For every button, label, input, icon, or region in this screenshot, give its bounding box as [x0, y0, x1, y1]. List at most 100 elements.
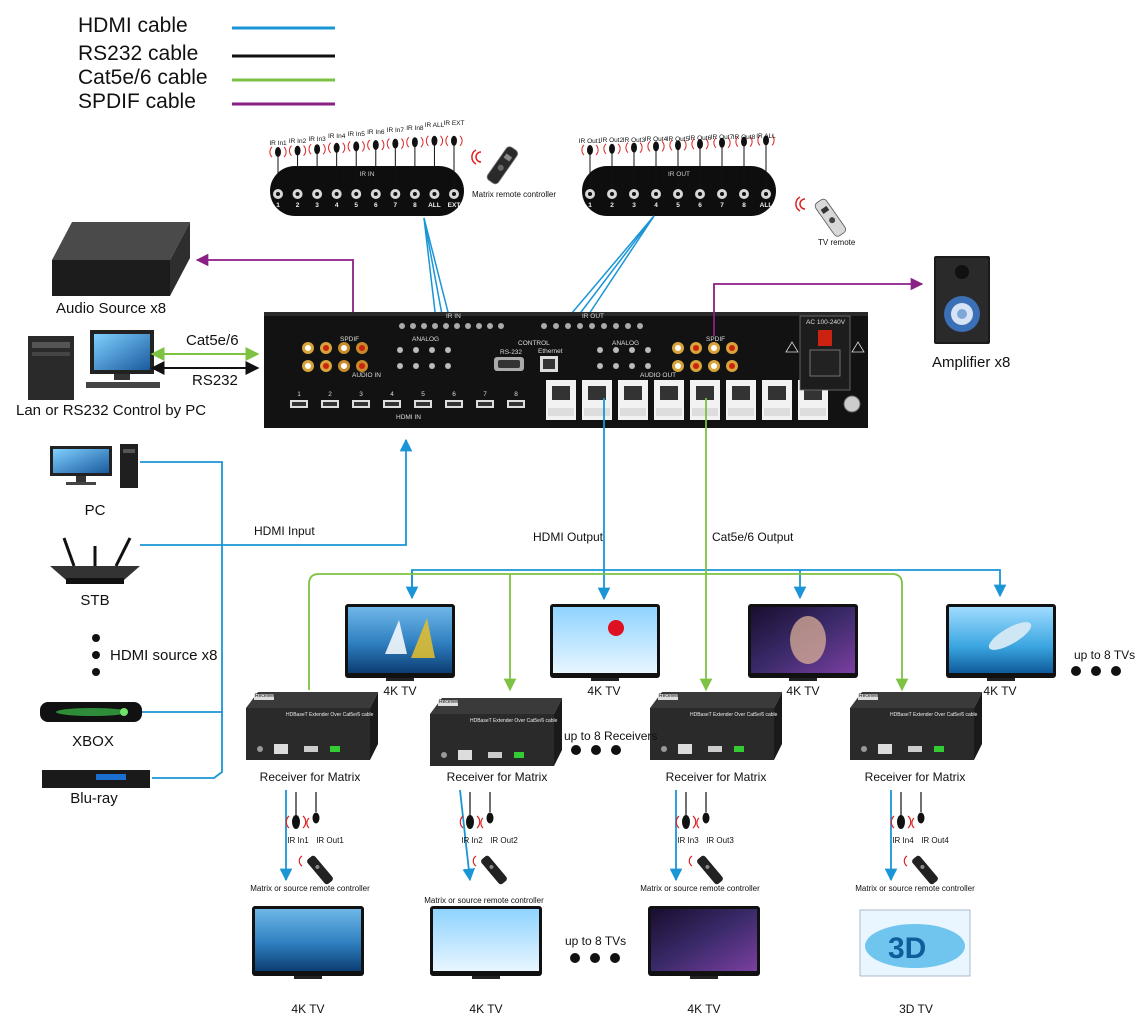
receiver-badge: Receiver — [659, 693, 679, 699]
legend-spdif-label: SPDIF cable — [78, 90, 196, 113]
pc-label: PC — [84, 502, 106, 519]
ir_in-port-number: 4 — [334, 202, 339, 209]
hdmi-input-label: HDMI Input — [254, 524, 315, 538]
ir-out-panel-title: IR OUT — [667, 171, 691, 178]
pc-source-icon — [50, 444, 138, 488]
ir-out-sensor-icon — [312, 812, 320, 824]
bottom-tv-label: 4K TV — [469, 1002, 503, 1016]
remote-controller-label: Matrix or source remote controller — [424, 896, 544, 905]
ir_out-port-number: 6 — [698, 202, 702, 209]
matrix-ir-in-label: IR IN — [446, 313, 461, 320]
ir-sensor-icon — [386, 138, 404, 149]
top-4k-tv-icon — [345, 604, 455, 681]
legend-rs232-label: RS232 cable — [78, 42, 199, 65]
hdmi-in-port-number: 8 — [514, 391, 518, 398]
top-4k-tv-icon — [946, 604, 1056, 681]
ir-sensor-icon — [603, 143, 621, 155]
tv-remote-label: TV remote — [818, 238, 856, 247]
source-remote-icon — [307, 855, 333, 885]
xbox-label: XBOX — [72, 733, 114, 750]
ir_in-sensor-label: IR In4 — [327, 133, 346, 141]
audio-in-label: AUDIO IN — [352, 372, 381, 379]
ir_out-sensor-label: IR Out8 — [732, 133, 756, 141]
bottom-tv-icon — [252, 906, 364, 979]
bluray-icon — [42, 770, 150, 788]
bluray-label: Blu-ray — [70, 790, 118, 807]
ir_out-sensor-label: IR Out2 — [600, 137, 624, 145]
receiver-ir-out-label: IR Out2 — [490, 836, 518, 845]
source-remote-icon — [697, 855, 723, 885]
receiver-ir-out-label: IR Out3 — [706, 836, 734, 845]
ir-sensor-icon — [581, 144, 599, 156]
receiver-box-title: HDBaseT Extender Over Cat5e/6 cable — [470, 718, 558, 724]
ir_in-sensor-label: IR In2 — [288, 137, 307, 145]
hdmi-output-label: HDMI Output — [533, 530, 604, 544]
ir_in-sensor-label: IR In8 — [406, 124, 424, 132]
ir_in-sensor-label: IR In5 — [347, 131, 365, 139]
top-tv-label: 4K TV — [587, 684, 621, 698]
ir_in-port-number: 3 — [315, 202, 319, 209]
ir_in-sensor-label: IR In3 — [308, 135, 326, 143]
top-more-dots — [1071, 666, 1121, 676]
audio-out-label: AUDIO OUT — [640, 372, 677, 379]
ir_out-sensor-label: IR Out4 — [644, 136, 668, 144]
hdmi-in-port-number: 6 — [452, 391, 456, 398]
matrix-remote-label: Matrix remote controller — [472, 190, 557, 199]
receiver-box-title: HDBaseT Extender Over Cat5e/6 cable — [890, 712, 978, 718]
amplifier-label: Amplifier x8 — [932, 354, 1011, 371]
ir_out-port-number: 2 — [610, 202, 614, 209]
top-tv-label: 4K TV — [786, 684, 820, 698]
ir_out-port-number: 7 — [720, 202, 724, 209]
ac-power-label: AC 100-240V — [806, 319, 846, 326]
ir_in-port-number: EXT — [447, 202, 461, 209]
source-dots — [92, 634, 100, 676]
ir-sensor-icon — [757, 135, 775, 146]
svg-text:3D: 3D — [888, 932, 926, 965]
ir-sensor-icon — [269, 146, 287, 158]
bottom-tv-label: 4K TV — [687, 1002, 721, 1016]
ir-in-panel-title: IR IN — [359, 171, 375, 178]
rs232-port-label: RS-232 — [500, 349, 523, 356]
receiver-box-title: HDBaseT Extender Over Cat5e/6 cable — [690, 712, 778, 718]
receiver-box-icon — [650, 692, 782, 760]
control-label: CONTROL — [518, 340, 550, 347]
hdmi-in-port-number: 7 — [483, 391, 487, 398]
ir_out-sensor-label: IR Out5 — [666, 135, 690, 143]
hdmi-in-port-number: 1 — [297, 391, 301, 398]
analog-out-label: ANALOG — [612, 340, 640, 347]
ir_out-sensor-label: IR Out7 — [710, 134, 734, 142]
ir-sensor-icon — [347, 141, 365, 152]
hdmi-source-label: HDMI source x8 — [110, 647, 218, 664]
ir_out-port-number: 8 — [742, 202, 746, 209]
receiver-more-label: up to 8 Receivers — [564, 729, 658, 743]
receiver-box-icon — [850, 692, 982, 760]
ir-in-sensor-icon — [682, 815, 690, 829]
rs232-control-label: RS232 — [192, 372, 238, 389]
ir_out-port-number: 4 — [654, 202, 658, 209]
matrix-switcher-panel — [264, 312, 868, 428]
ir_in-sensor-label: IR EXT — [443, 120, 465, 128]
pc-control-label: Lan or RS232 Control by PC — [16, 402, 207, 419]
remote-controller-label: Matrix or source remote controller — [250, 884, 370, 893]
ir_in-sensor-label: IR In1 — [269, 140, 287, 147]
matrix-ir-out-label: IR OUT — [582, 313, 605, 320]
ir_out-port-number: ALL — [759, 202, 773, 209]
receiver-label: Receiver for Matrix — [259, 770, 361, 784]
stb-label: STB — [80, 592, 110, 609]
ir-sensor-icon — [713, 137, 731, 149]
hdmi-in-port-number: 2 — [328, 391, 332, 398]
ir_in-port-number: 8 — [413, 202, 417, 209]
ir-in-sensor-icon — [897, 815, 905, 829]
receiver-ir-in-label: IR In1 — [287, 836, 309, 845]
audio-source-icon — [52, 222, 190, 296]
ir_out-sensor-label: IR Out3 — [622, 136, 646, 144]
ir-sensor-icon — [367, 139, 385, 151]
ir-sensor-icon — [308, 143, 326, 155]
cat-output-label: Cat5e/6 Output — [712, 530, 794, 544]
receiver-box-icon — [246, 692, 378, 760]
ir-out-sensor-icon — [702, 812, 710, 824]
ir-sensor-icon — [691, 138, 709, 150]
bottom-3d-tv-icon: 3D — [859, 909, 971, 977]
spdif-out-label: SPDIF — [706, 336, 726, 343]
